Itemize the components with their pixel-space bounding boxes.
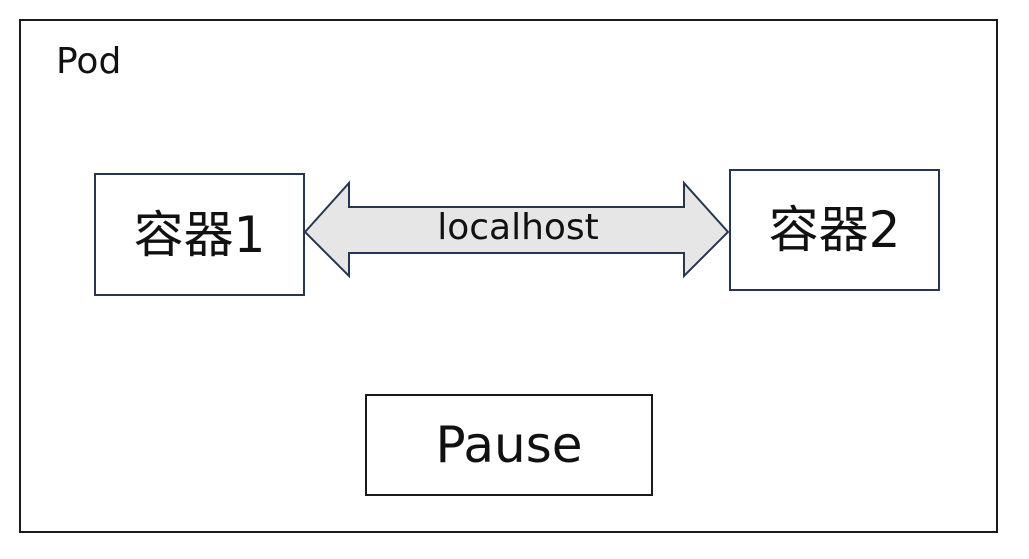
pause-box: Pause — [365, 394, 653, 496]
pod-label: Pod — [56, 41, 122, 82]
container-1-box: 容器1 — [94, 173, 305, 296]
container-2-label: 容器2 — [768, 201, 901, 259]
container-2-box: 容器2 — [729, 169, 940, 291]
pause-label: Pause — [435, 416, 583, 474]
container-1-label: 容器1 — [133, 205, 266, 264]
pod-boundary — [19, 19, 998, 533]
localhost-label: localhost — [437, 207, 599, 248]
